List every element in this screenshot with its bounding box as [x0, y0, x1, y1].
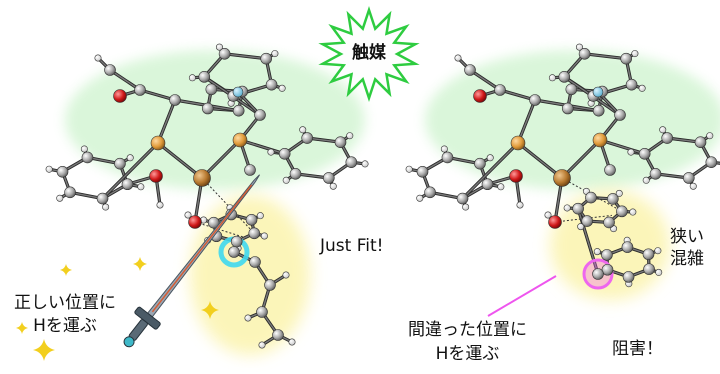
sparkle-icon: [16, 322, 28, 334]
wrong-position-line1: 間違った位置に: [408, 320, 527, 340]
pointer-line: [487, 275, 557, 317]
sparkle-icon: [133, 257, 147, 271]
sparkle-icon: [201, 301, 219, 319]
crowded-line1: 狭い: [670, 227, 704, 247]
just-fit-label: Just Fit!: [320, 236, 384, 256]
sparkle-icon: [33, 339, 55, 361]
crowded-label: 狭い 混雑: [670, 226, 704, 270]
sword-icon: [123, 174, 261, 348]
hindrance-label: 阻害！: [612, 339, 663, 359]
correct-position-label: 正しい位置に Hを運ぶ: [14, 292, 116, 338]
catalyst-label: 触媒: [352, 43, 386, 63]
correct-position-line1: 正しい位置に: [14, 293, 116, 313]
wrong-position-label: 間違った位置に Hを運ぶ: [408, 318, 527, 366]
starburst-icon: [318, 6, 420, 102]
crowded-line2: 混雑: [670, 249, 704, 269]
wrong-position-line2: Hを運ぶ: [435, 344, 500, 364]
sparkle-icon: [60, 264, 72, 276]
correct-position-line2: Hを運ぶ: [33, 316, 97, 336]
